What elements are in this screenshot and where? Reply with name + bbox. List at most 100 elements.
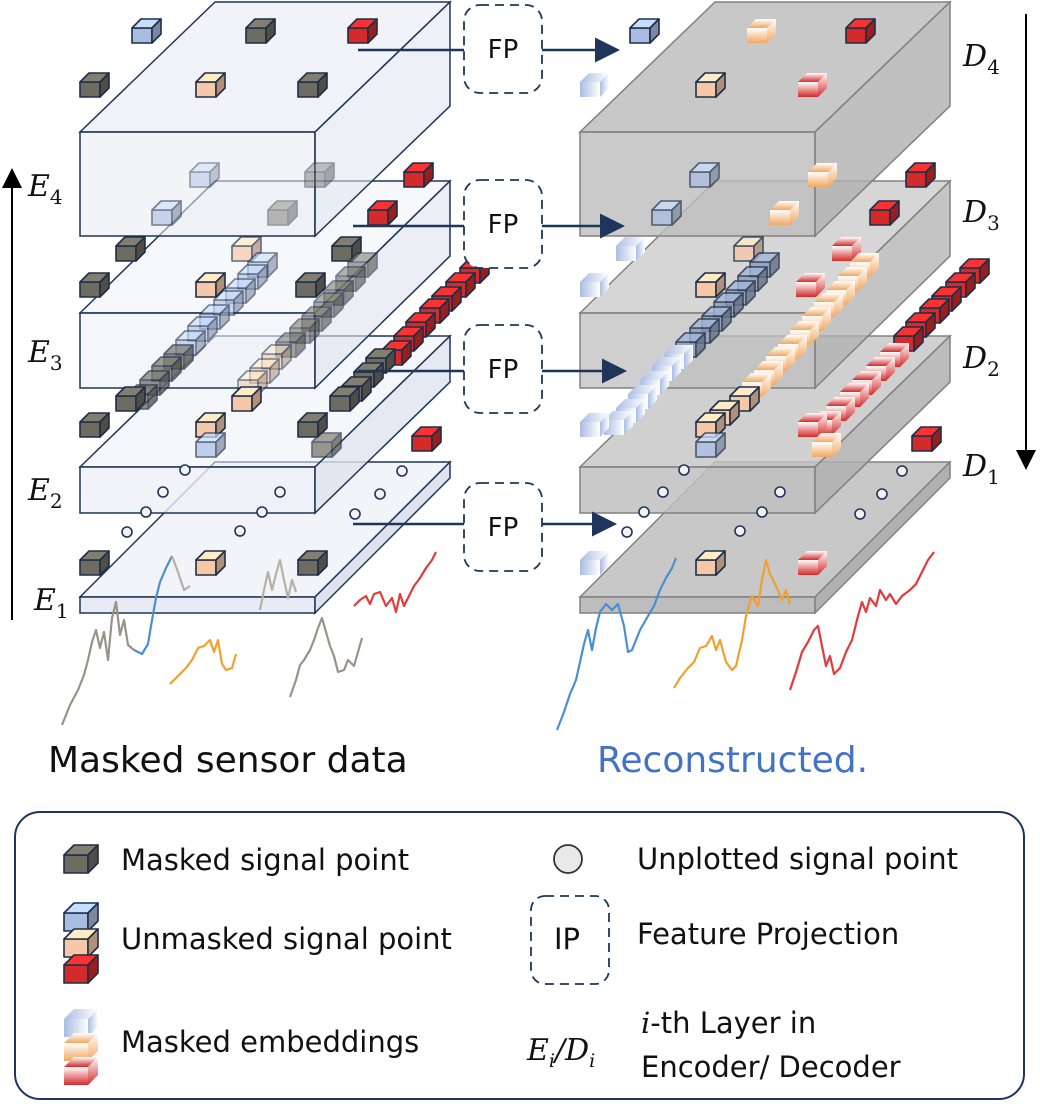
legend-unplotted-signal-point: Unplotted signal point (637, 842, 958, 876)
encoder-label-4: E4 (27, 169, 63, 209)
decoder-label-4: D4 (962, 39, 1000, 79)
red-unmasked-cube (905, 162, 936, 188)
masked-cube (245, 18, 276, 44)
masked-cube (311, 432, 342, 458)
legend-masked-signal-point: Masked signal point (121, 843, 410, 877)
legend (14, 811, 1025, 1100)
red-unmasked-cube (347, 18, 378, 44)
unplotted-points (121, 464, 908, 538)
blue-unmasked-cube (151, 200, 182, 226)
encoder-label-1: E1 (33, 583, 69, 623)
legend-masked-embeddings: Masked embeddings (121, 1025, 420, 1059)
masked-cube (79, 272, 110, 298)
masked-embedding-cube (796, 273, 825, 297)
reconstructed-series-orange (673, 558, 792, 689)
masked-embedding-cube (770, 201, 799, 225)
masked-series-orange (169, 638, 238, 685)
masked-cube (329, 386, 360, 412)
blue-unmasked-cube (651, 200, 682, 226)
masked-series-blue-1 (133, 555, 173, 656)
decoder-labels: D4 D3 D2 D1 (962, 39, 1000, 489)
blue-unmasked-cube (189, 162, 220, 188)
decoder-layer-2-box (578, 334, 952, 515)
decoder-label-2: D2 (962, 341, 1000, 381)
legend-layer-desc-line1: i-th Layer in (641, 1006, 817, 1040)
masked-series-gray-2 (170, 555, 191, 592)
masked-embedding-cube (798, 73, 827, 97)
masked-cube (79, 550, 110, 576)
legend-cube-icons (63, 844, 99, 1085)
blue-unmasked-cube (689, 162, 720, 188)
blue-unmasked-cube (131, 18, 162, 44)
decoder-label-3: D3 (962, 195, 1000, 235)
masked-embedding-cube (580, 551, 609, 575)
legend-feature-projection: Feature Projection (637, 917, 900, 951)
red-unmasked-cube (869, 200, 900, 226)
fp-label: FP (488, 35, 519, 65)
fp-box-2: FP (463, 324, 543, 414)
masked-embedding-cube (747, 19, 776, 43)
fp-box-1: FP (463, 482, 543, 572)
signal-point-cubes (79, 18, 990, 576)
reconstructed-series-red (788, 551, 935, 691)
decoder-label-1: D1 (962, 449, 1000, 489)
masked-series-gray-4 (258, 558, 298, 611)
masked-embedding-cube (798, 413, 827, 437)
masked-embedding-cube (798, 551, 827, 575)
legend-layer-symbol: Ei/Di (527, 1033, 596, 1072)
fp-box-4: FP (463, 4, 543, 94)
fp-label: FP (488, 355, 519, 385)
blue-unmasked-cube (695, 432, 726, 458)
masked-cube (267, 200, 298, 226)
masked-embedding-cube (812, 433, 841, 457)
reconstructed-series-blue (555, 557, 678, 731)
masked-series-gray-3 (288, 616, 364, 698)
peach-unmasked-cube (195, 550, 226, 576)
unmasked-peach-icon (63, 928, 99, 958)
masked-cube (79, 72, 110, 98)
encoder-labels: E4 E3 E2 E1 (27, 169, 69, 623)
decoder-stack (578, 0, 952, 615)
peach-unmasked-cube (231, 236, 262, 262)
fp-arrows (353, 37, 627, 537)
masked-embedding-cube (832, 237, 861, 261)
peach-unmasked-cube (695, 272, 726, 298)
masked-series-red (353, 551, 437, 614)
peach-unmasked-cube (695, 550, 726, 576)
red-unmasked-cube (411, 426, 442, 452)
legend-icons (63, 844, 610, 1085)
peach-unmasked-cube (695, 72, 726, 98)
red-unmasked-cube (845, 18, 876, 44)
legend-layer-desc-line2: Encoder/ Decoder (641, 1050, 901, 1084)
encoder-stack (78, 0, 452, 615)
unplotted-point-icon (553, 844, 583, 874)
ip-box-icon (530, 895, 610, 985)
masked-series-gray-1 (60, 600, 135, 726)
caption-masked-sensor-data: Masked sensor data (48, 740, 408, 781)
masked-waveforms (60, 551, 437, 726)
fp-label: FP (488, 513, 519, 543)
architecture-diagram: FP FP FP FP E4 E3 E2 E1 D4 D3 D2 (1, 0, 1036, 731)
legend-unmasked-signal-point: Unmasked signal point (121, 922, 452, 956)
caption-reconstructed: Reconstructed. (597, 740, 869, 781)
masked-embedding-cube (616, 237, 645, 261)
masked-cube (79, 412, 110, 438)
unmasked-red-icon (63, 954, 99, 984)
red-unmasked-cube (911, 426, 942, 452)
blue-unmasked-cube (629, 18, 660, 44)
fp-box-3: FP (463, 179, 543, 269)
encoder-label-3: E3 (27, 335, 63, 375)
blue-unmasked-cube (195, 432, 226, 458)
masked-embedding-icon (64, 1057, 98, 1085)
masked-embedding-cube (580, 73, 609, 97)
peach-unmasked-cube (231, 386, 262, 412)
masked-signal-point-icon (63, 844, 99, 874)
peach-unmasked-cube (195, 72, 226, 98)
red-unmasked-cube (403, 162, 434, 188)
masked-cube (297, 550, 328, 576)
masked-cube (295, 272, 326, 298)
masked-cube (115, 236, 146, 262)
encoder-label-2: E2 (27, 473, 63, 513)
fp-label: FP (488, 210, 519, 240)
